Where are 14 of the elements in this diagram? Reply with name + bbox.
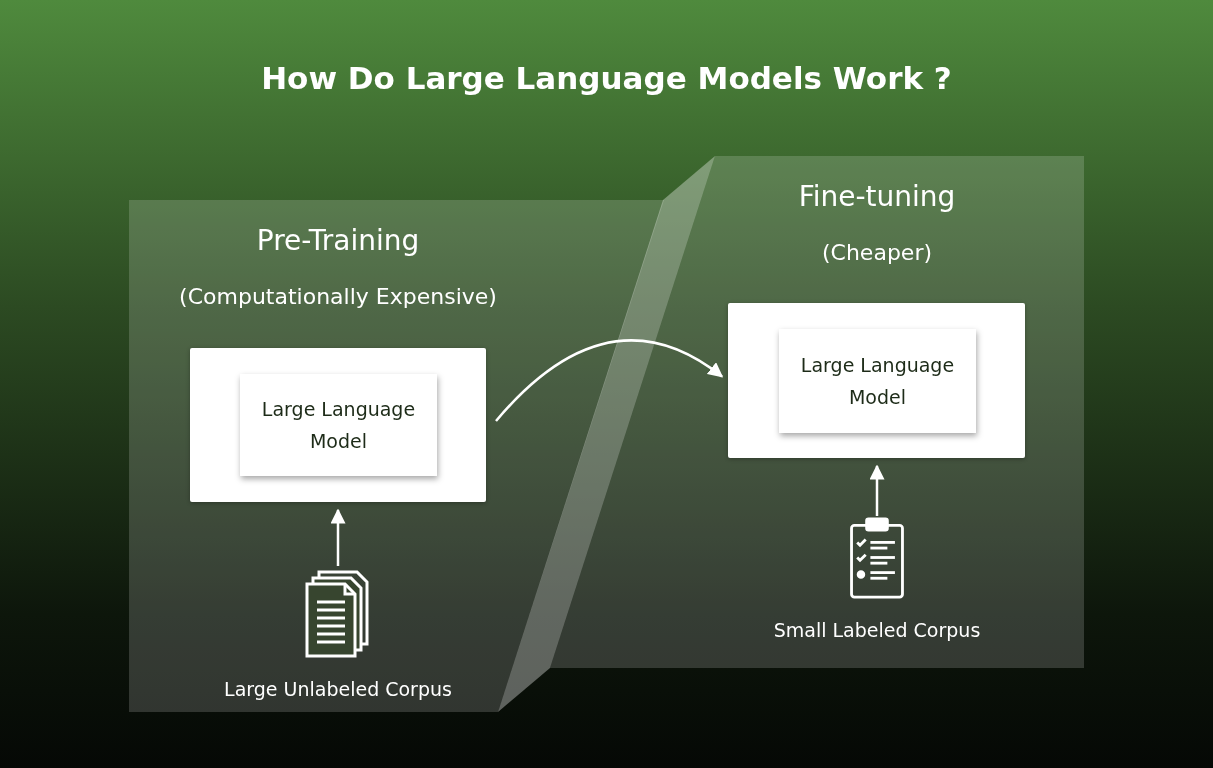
arrow (495, 339, 724, 422)
corpus-label: Large Unlabeled Corpus (224, 678, 452, 700)
model-frame (190, 348, 486, 502)
stage-subheading: (Cheaper) (822, 240, 932, 265)
diagram-title: How Do Large Language Models Work ? (260, 60, 953, 96)
corpus-label: Small Labeled Corpus (773, 619, 981, 641)
stage-heading: Fine-tuning (798, 180, 956, 213)
arrow (330, 508, 346, 566)
model-frame (728, 303, 1025, 458)
arrow (869, 464, 885, 516)
model-card: Large Language Model (240, 374, 437, 476)
model-card: Large Language Model (779, 329, 976, 433)
stage-subheading: (Computationally Expensive) (179, 284, 497, 309)
stage-heading: Pre-Training (256, 224, 420, 257)
